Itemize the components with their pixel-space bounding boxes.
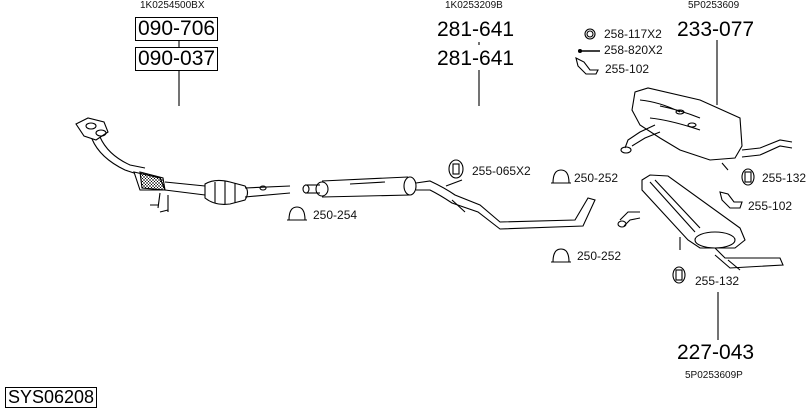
accessory-label-250-252-bottom[interactable]: 250-252 (577, 249, 622, 263)
oe-number-middle: 1K0253209B (445, 0, 503, 11)
oe-number-rear-top: 5P0253609 (688, 0, 740, 11)
accessory-label-255-132-top[interactable]: 255-132 (762, 171, 807, 185)
pipe-clamp-icon (551, 248, 571, 263)
part-number-090-706[interactable]: 090-706 (135, 17, 219, 41)
oe-number-rear-bottom: 5P0253609P (685, 370, 743, 381)
middle-muffler (305, 176, 596, 230)
front-pipe (75, 117, 310, 213)
accessory-label-250-252-top[interactable]: 250-252 (574, 171, 619, 185)
rear-muffler-top (620, 87, 793, 171)
accessory-label-255-102-bottom[interactable]: 255-102 (748, 199, 793, 213)
accessory-label-258-117x2[interactable]: 258-117X2 (604, 27, 662, 41)
accessory-label-258-820x2[interactable]: 258-820X2 (604, 43, 663, 57)
part-number-227-043[interactable]: 227-043 (677, 341, 755, 364)
oe-number-front: 1K0254500BX (140, 0, 205, 11)
bolt-icon (577, 48, 600, 54)
part-number-233-077[interactable]: 233-077 (677, 18, 755, 41)
bracket-icon (719, 191, 743, 209)
accessory-label-255-102-top[interactable]: 255-102 (605, 62, 650, 76)
part-number-090-037[interactable]: 090-037 (135, 47, 219, 71)
accessory-label-250-254[interactable]: 250-254 (313, 208, 358, 222)
part-number-281-641-a[interactable]: 281-641 (437, 18, 515, 41)
rubber-hanger-icon (448, 159, 464, 179)
system-id-label: SYS06208 (5, 387, 98, 408)
rubber-hanger-icon (672, 266, 686, 284)
pipe-clamp-icon (551, 169, 571, 184)
accessory-label-255-132-bottom[interactable]: 255-132 (695, 274, 740, 288)
accessory-label-255-065x2[interactable]: 255-065X2 (472, 164, 531, 178)
rubber-hanger-icon (741, 168, 755, 186)
rear-muffler-bottom (617, 174, 784, 271)
bracket-icon (575, 56, 599, 75)
ring-gasket-icon (584, 28, 596, 40)
pipe-clamp-icon (287, 206, 307, 221)
part-number-281-641-b[interactable]: 281-641 (437, 47, 515, 70)
